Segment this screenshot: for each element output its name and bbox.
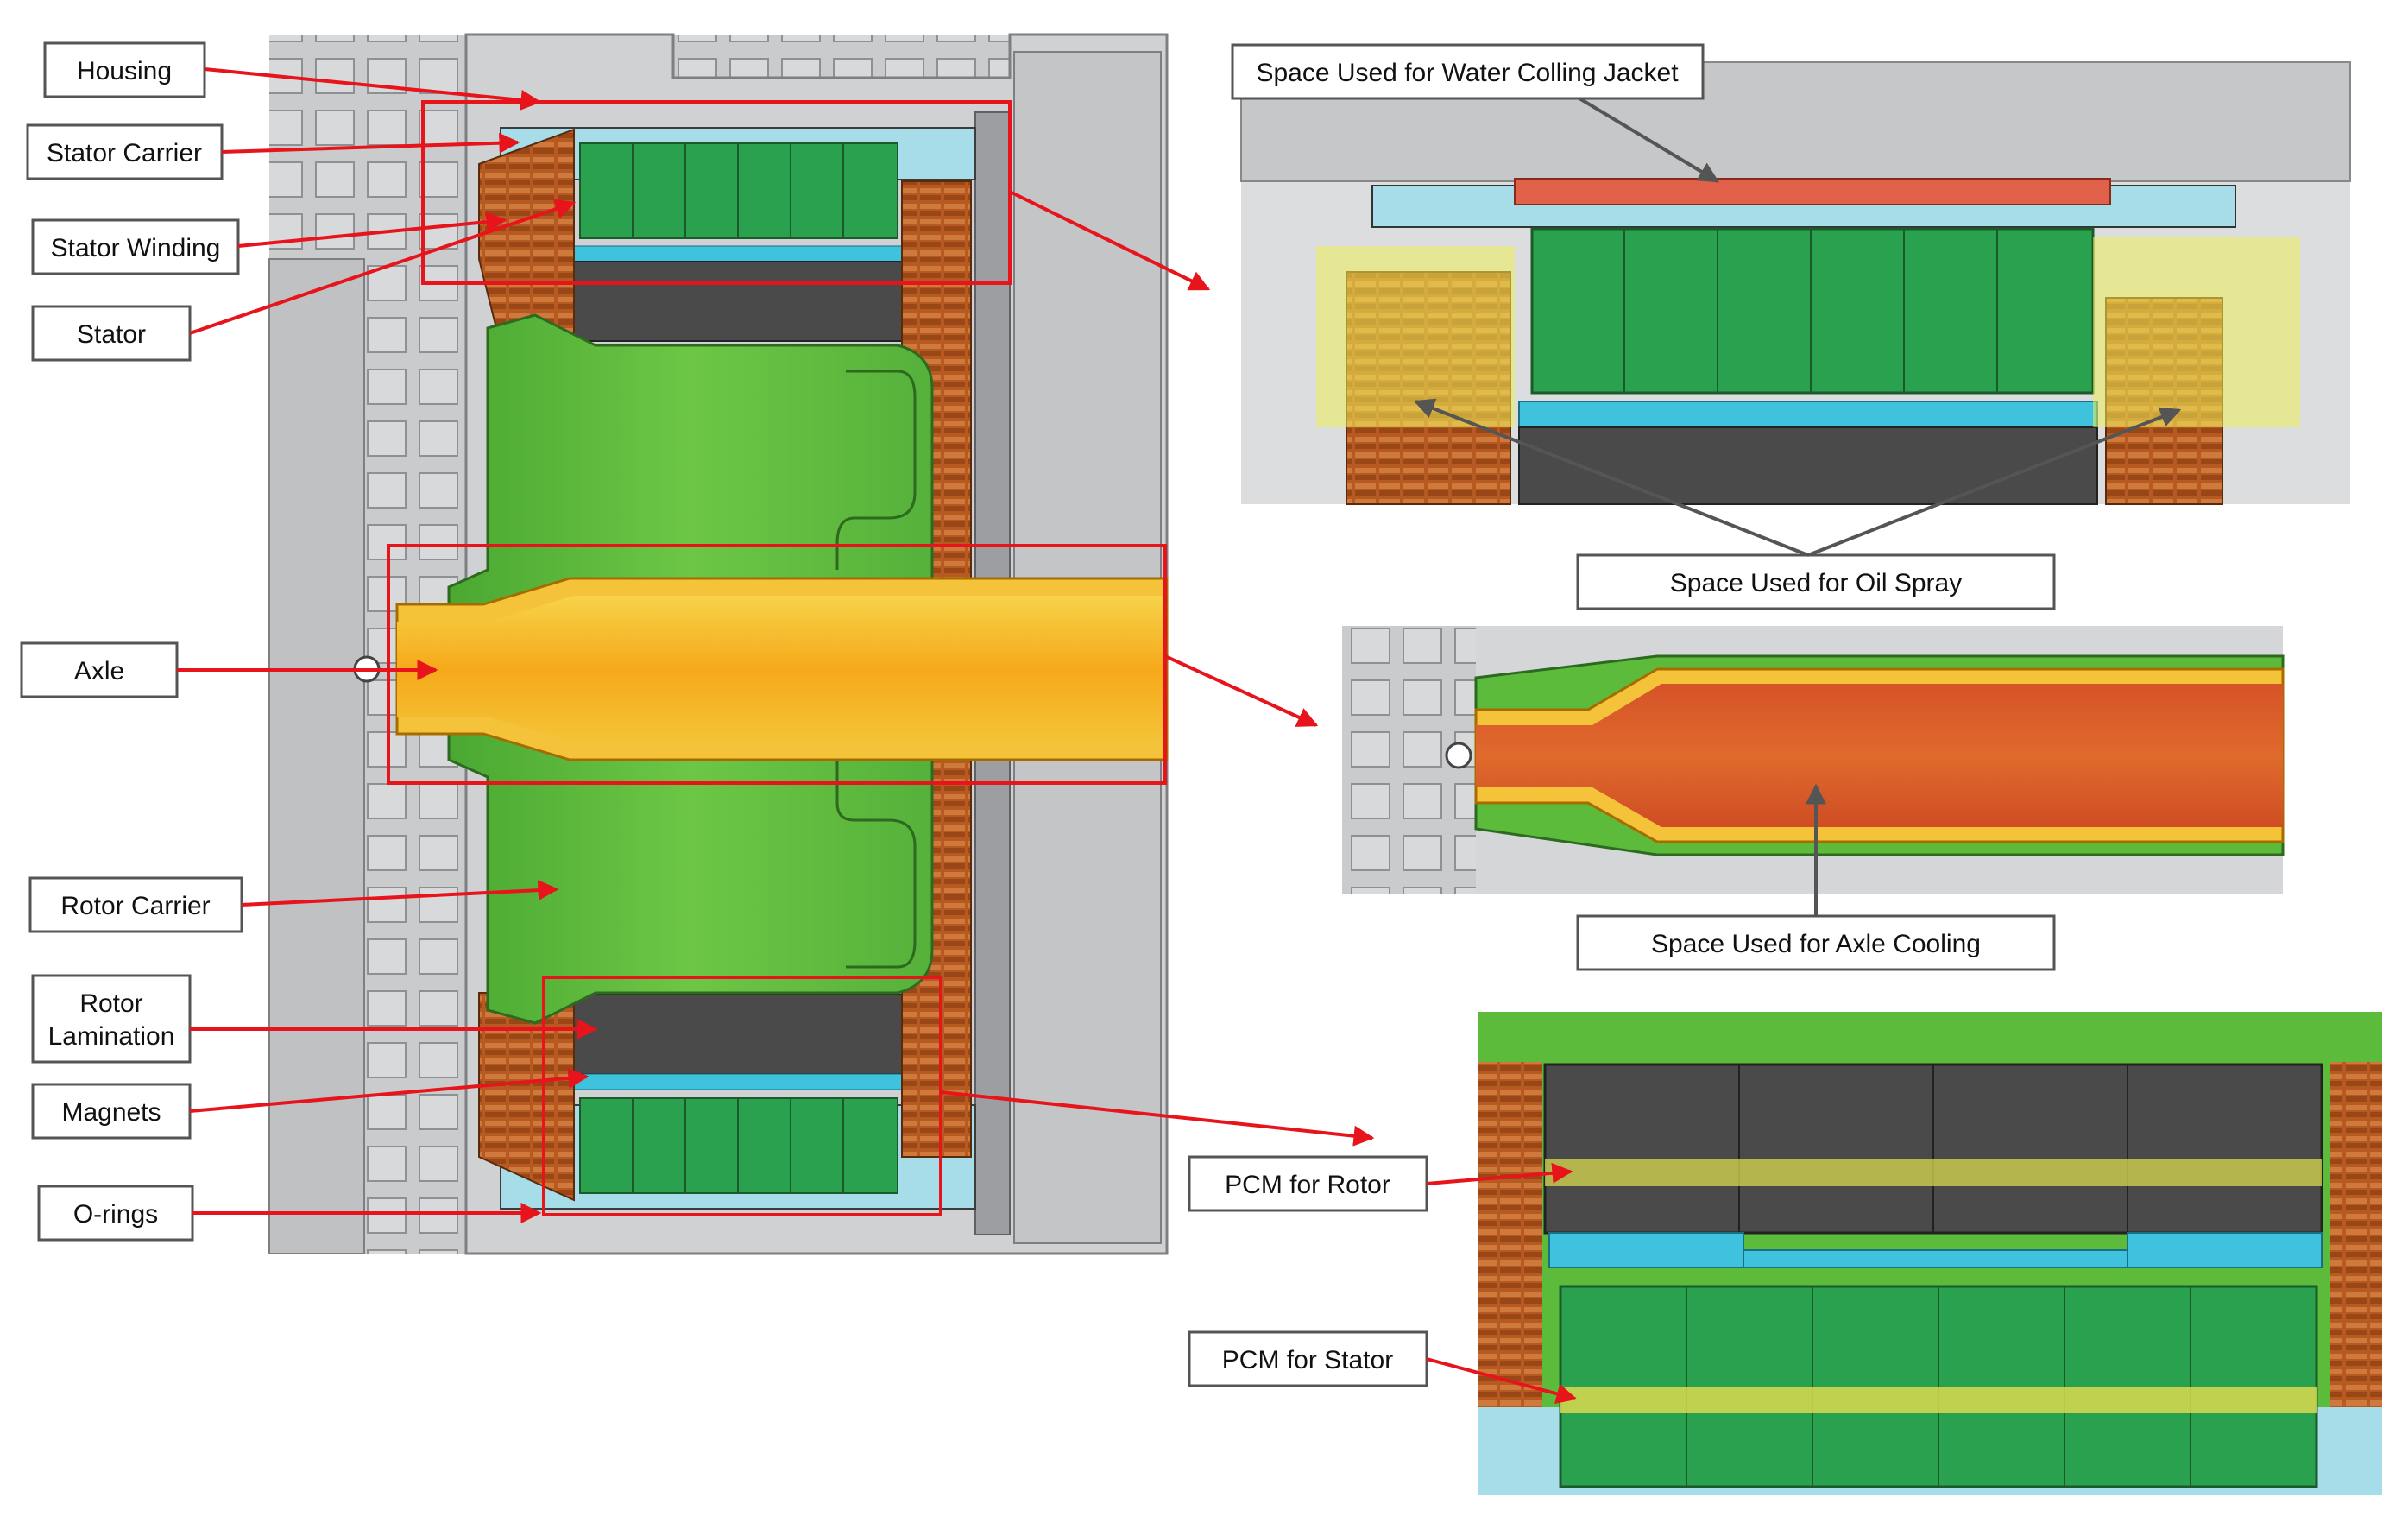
label-o-rings-text: O-rings <box>73 1200 158 1229</box>
axle-bore <box>397 596 1167 742</box>
pcm-magnets-left <box>1548 1232 1744 1268</box>
detail-stator-cooling <box>1240 61 2351 505</box>
magnets-bottom <box>573 1073 903 1090</box>
oil-spray-space-right <box>2093 237 2300 427</box>
label-rotor-lamination-line1: Rotor <box>79 989 142 1018</box>
label-stator-text: Stator <box>77 320 146 349</box>
label-oil-spray-text: Space Used for Oil Spray <box>1670 569 1962 597</box>
label-housing: Housing <box>43 41 542 111</box>
label-magnets: Magnets <box>31 1067 589 1140</box>
magnets-top <box>573 245 903 262</box>
label-pcm-stator: PCM for Stator <box>1188 1330 1578 1405</box>
pcm-stator-block <box>1559 1285 2318 1488</box>
arrow-to-stator-detail <box>1009 190 1211 291</box>
rotor-carrier-inner-channel-lower <box>835 760 917 969</box>
label-rotor-carrier-text: Rotor Carrier <box>60 892 210 920</box>
label-water-jacket-text: Space Used for Water Colling Jacket <box>1256 59 1679 87</box>
pcm-magnets-right <box>2127 1232 2323 1268</box>
stator-top <box>579 142 898 239</box>
detail-axle-cooling <box>1342 626 2285 894</box>
main-cross-section <box>268 33 1169 1255</box>
label-stator-carrier: Stator Carrier <box>26 123 520 180</box>
label-pcm-rotor-text: PCM for Rotor <box>1225 1171 1390 1199</box>
label-oil-spray: Space Used for Oil Spray <box>1413 398 2182 610</box>
label-stator-carrier-text: Stator Carrier <box>47 139 202 167</box>
stator-bottom <box>579 1097 898 1194</box>
detail-stator-block <box>1530 227 2095 395</box>
pcm-magnets-center <box>1743 1249 2128 1268</box>
label-axle-cooling-text: Space Used for Axle Cooling <box>1651 930 1981 958</box>
label-stator-winding: Stator Winding <box>31 212 507 275</box>
label-axle-text: Axle <box>74 657 124 686</box>
label-water-jacket: Space Used for Water Colling Jacket <box>1231 43 1720 183</box>
highlight-box-axle <box>387 544 1167 785</box>
highlight-box-rotor <box>542 976 942 1216</box>
rotor-lamination-top <box>573 261 903 342</box>
housing-outer-wall <box>268 258 365 1254</box>
label-rotor-carrier: Rotor Carrier <box>28 876 559 933</box>
arrow-to-rotor-detail <box>940 1090 1375 1147</box>
oil-spray-space-left <box>1316 246 1515 427</box>
arrow-to-axle-detail <box>1164 654 1319 727</box>
label-pcm-stator-text: PCM for Stator <box>1222 1346 1393 1374</box>
label-rotor-lamination-line2: Lamination <box>48 1022 175 1051</box>
label-stator: Stator <box>31 199 577 362</box>
stator-winding-left-top <box>478 128 575 346</box>
label-housing-text: Housing <box>77 57 172 85</box>
water-jacket-space <box>1514 178 2111 205</box>
rotor-lamination-bottom <box>573 994 903 1075</box>
label-magnets-text: Magnets <box>61 1098 161 1127</box>
label-stator-winding-text: Stator Winding <box>51 234 221 262</box>
label-axle: Axle <box>20 641 438 698</box>
label-axle-cooling: Space Used for Axle Cooling <box>1576 783 2056 971</box>
label-pcm-rotor: PCM for Rotor <box>1188 1155 1573 1212</box>
pcm-stator-band <box>1560 1387 2317 1413</box>
pcm-rotor-band <box>1545 1159 2322 1186</box>
rotor-carrier-inner-channel <box>835 370 917 570</box>
label-rotor-lamination: Rotor Lamination <box>31 974 598 1064</box>
label-o-rings: O-rings <box>37 1185 542 1242</box>
detail-pcm <box>1478 1012 2382 1495</box>
